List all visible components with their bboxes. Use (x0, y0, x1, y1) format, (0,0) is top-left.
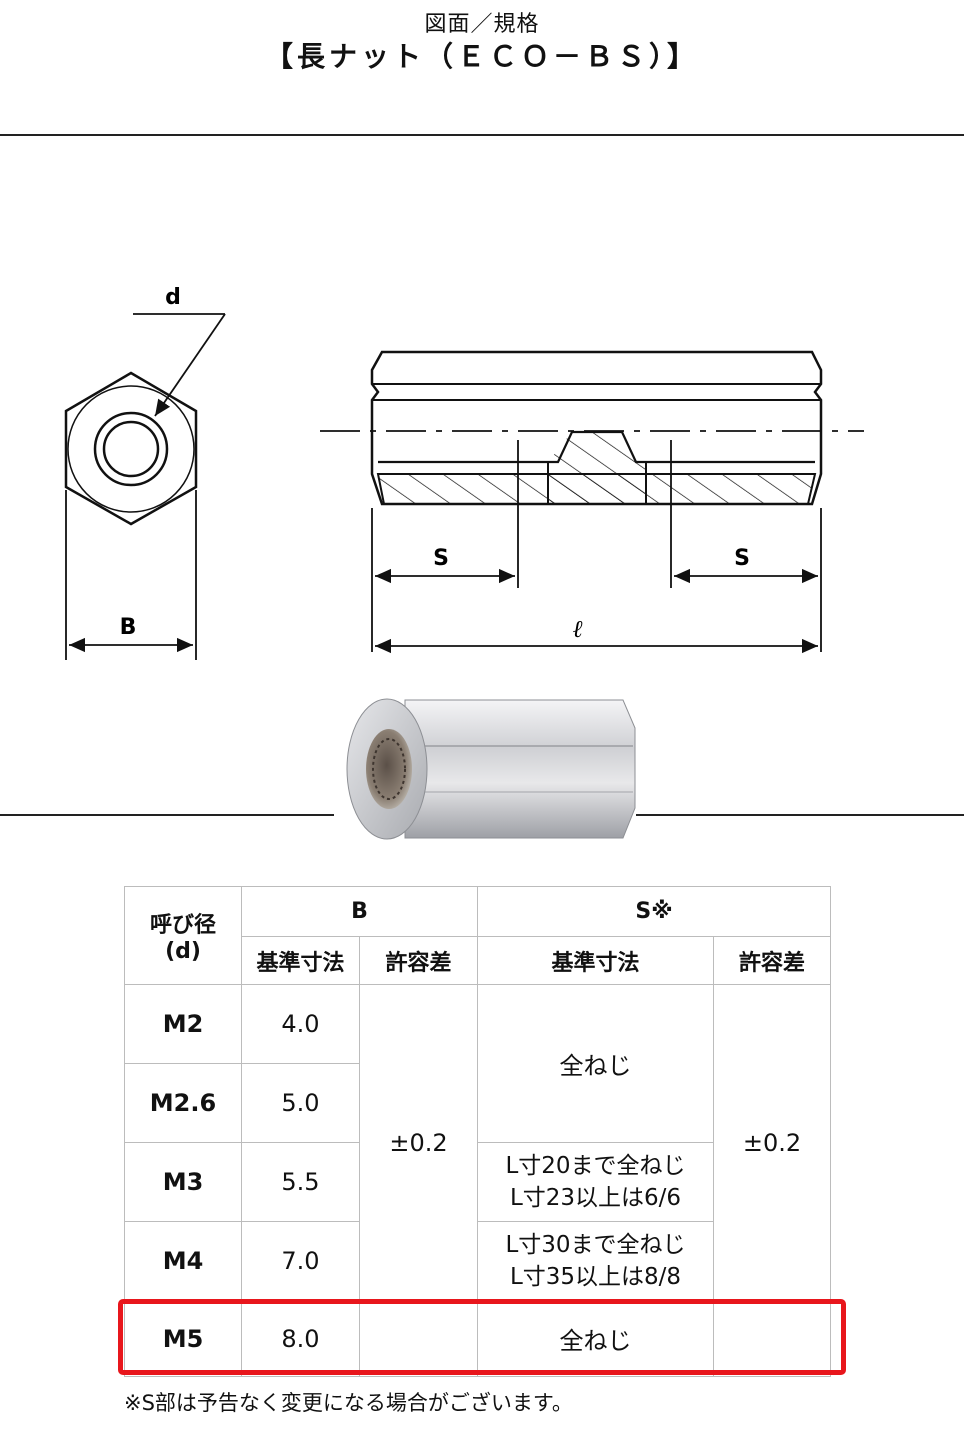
cell-size: M2.6 (124, 1063, 242, 1143)
cell-size: M4 (124, 1221, 242, 1301)
header-nominal-label: 呼び径 (149, 913, 216, 938)
cell-s-m3-line1: L寸20まで全ねじ (505, 1153, 686, 1179)
cell-size: M2 (124, 984, 242, 1064)
cell-s-m3: L寸20まで全ねじ L寸23以上は6/6 (477, 1142, 714, 1222)
s-dimensions (371, 440, 822, 654)
cell-size: M3 (124, 1142, 242, 1222)
cell-b: 5.0 (241, 1063, 360, 1143)
label-b: B (120, 615, 137, 640)
highlight-box-m5 (118, 1299, 846, 1375)
header-s-tol: 許容差 (712, 936, 832, 985)
table-row: M2 4.0 ±0.2 全ねじ ±0.2 (124, 984, 832, 1301)
body-outline (370, 350, 823, 506)
cell-s-m4: L寸30まで全ねじ L寸35以上は8/8 (477, 1221, 714, 1301)
label-d: d (165, 285, 181, 310)
cell-s-m4-line2: L寸35以上は8/8 (509, 1264, 682, 1290)
b-dimension (65, 490, 197, 660)
step-hatch (548, 432, 646, 504)
page-title: 【長ナット（ＥＣＯ－ＢＳ）】 (264, 40, 699, 73)
header-b-tol: 許容差 (359, 936, 478, 985)
cell-b: 8.0 (241, 1300, 360, 1377)
table-row: M2.6 5.0 (124, 1063, 831, 1143)
cell-s-tolerance: ±0.2 (712, 984, 832, 1301)
side-section-view (370, 350, 823, 506)
cell-b: 5.5 (241, 1142, 360, 1222)
page-subtitle: 図面／規格 (424, 12, 540, 37)
header-s-basic: 基準寸法 (477, 936, 714, 985)
cell-b: 7.0 (241, 1221, 360, 1301)
bore-outer-circle (93, 411, 169, 487)
middle-divider-right (636, 814, 964, 816)
cell-b-tolerance: ±0.2 (359, 984, 478, 1301)
label-s-left: S (433, 546, 449, 571)
cell-s-full-thread: 全ねじ (477, 984, 714, 1143)
cell-b-tolerance-empty (359, 1300, 478, 1377)
header-nominal: 呼び径 (d) (124, 886, 242, 985)
cell-s-m5: 全ねじ (477, 1300, 714, 1377)
cell-b: 4.0 (241, 984, 360, 1064)
middle-divider-left (0, 814, 334, 816)
label-s-right: S (734, 546, 750, 571)
cell-s-m3-line2: L寸23以上は6/6 (509, 1185, 682, 1211)
table-row: M4 7.0 L寸30まで全ねじ L寸35以上は8/8 (124, 1221, 831, 1301)
hex-outline (64, 371, 198, 526)
product-photo (346, 698, 636, 840)
top-divider (0, 134, 964, 136)
technical-drawing: d B S S ℓ (64, 285, 864, 660)
hex-end-view (64, 371, 198, 526)
table-row: M3 5.5 L寸20まで全ねじ L寸23以上は6/6 (124, 1142, 831, 1222)
bore-inner-circle (102, 420, 160, 478)
header-b-basic: 基準寸法 (241, 936, 360, 985)
spec-table: 呼び径 (d) B S※ 基準寸法 許容差 基準寸法 許容差 M2 4.0 ±0… (124, 886, 832, 1377)
header-nominal-sub: (d) (165, 939, 201, 964)
header-b: B (241, 886, 478, 937)
hex-chamfer-circle (67, 385, 195, 513)
footnote: ※S部は予告なく変更になる場合がございます。 (124, 1391, 573, 1415)
header-s: S※ (476, 886, 832, 937)
cell-s-tolerance-empty (712, 1300, 832, 1377)
cell-size: M5 (124, 1300, 242, 1377)
header: 図面／規格 【長ナット（ＥＣＯ－ＢＳ）】 (0, 10, 964, 74)
table-row: M5 8.0 全ねじ (124, 1300, 832, 1377)
label-l: ℓ (573, 614, 583, 643)
cell-s-m4-line1: L寸30まで全ねじ (505, 1232, 686, 1258)
d-leader (133, 313, 226, 417)
